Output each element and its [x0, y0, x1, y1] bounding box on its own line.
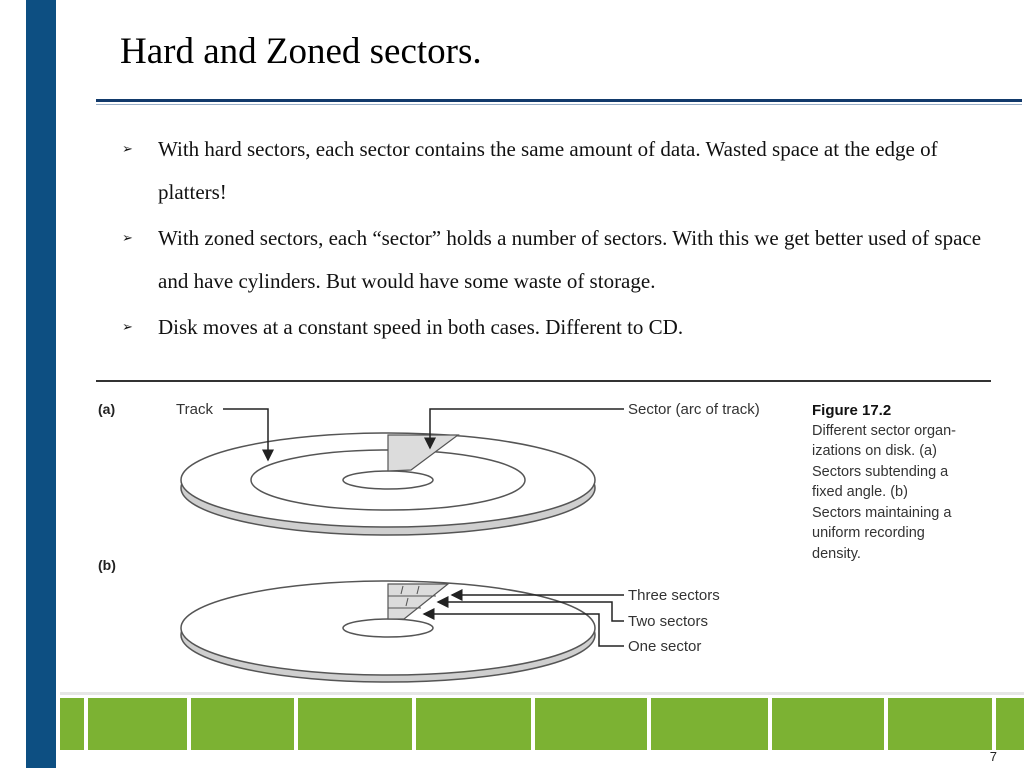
footer-green-block: [535, 698, 647, 750]
footer-green-block: [651, 698, 768, 750]
title-divider: [96, 99, 1022, 102]
bullet-text: With zoned sectors, each “sector” holds …: [158, 226, 982, 293]
hard-sector-disk: [180, 432, 596, 536]
footer-green-block: [191, 698, 294, 750]
bullet-text: With hard sectors, each sector contains …: [158, 137, 938, 204]
page-number: 7: [989, 749, 997, 764]
footer-base-line: [60, 692, 1024, 695]
one-sector-label: One sector: [628, 638, 701, 655]
title-divider-thin: [96, 104, 1022, 105]
slide-title: Hard and Zoned sectors.: [120, 31, 482, 72]
part-a-label: (a): [98, 401, 115, 417]
figure-caption-line: density.: [812, 546, 861, 562]
arrow-bullet-icon: ➢: [122, 231, 133, 246]
track-label: Track: [176, 401, 213, 418]
arrow-bullet-icon: ➢: [122, 320, 133, 335]
one-sector-arrow: [422, 608, 624, 647]
figure-caption-title: Figure 17.2: [812, 402, 891, 419]
footer-green-block: [60, 698, 84, 750]
arrow-bullet-icon: ➢: [122, 142, 133, 157]
footer-green-block: [88, 698, 187, 750]
two-sectors-arrow: [436, 596, 624, 622]
left-accent-bar: [26, 0, 56, 768]
zoned-sector-disk: [180, 580, 596, 683]
footer-green-block: [416, 698, 531, 750]
footer-green-block: [772, 698, 884, 750]
bullet-item: ➢ With hard sectors, each sector contain…: [122, 128, 1002, 214]
three-sectors-label: Three sectors: [628, 587, 720, 604]
figure-caption-line: Sectors maintaining a: [812, 505, 952, 521]
footer-green-block: [888, 698, 992, 750]
bullet-item: ➢ Disk moves at a constant speed in both…: [122, 306, 1002, 349]
figure-caption-line: Different sector organ-: [812, 423, 956, 439]
track-arrow: [223, 408, 274, 462]
figure-caption-line: izations on disk. (a): [812, 443, 937, 459]
footer-green-block: [298, 698, 412, 750]
sector-arc-label: Sector (arc of track): [628, 401, 760, 418]
figure-caption-line: uniform recording: [812, 525, 925, 541]
two-sectors-label: Two sectors: [628, 613, 708, 630]
disk-sector-figure: (a) Track Sector (arc of track) Figure 1…: [96, 380, 991, 683]
bullet-item: ➢ With zoned sectors, each “sector” hold…: [122, 217, 1002, 303]
part-b-label: (b): [98, 557, 116, 573]
hard-sector-wedge: [387, 434, 460, 472]
figure-caption-line: Sectors subtending a: [812, 464, 949, 480]
bullet-text: Disk moves at a constant speed in both c…: [158, 315, 684, 339]
footer-green-block: [996, 698, 1024, 750]
zoned-sector-wedge: [387, 583, 450, 620]
bullet-list: ➢ With hard sectors, each sector contain…: [122, 128, 1002, 352]
sector-arc-arrow: [424, 408, 624, 450]
figure-caption-line: fixed angle. (b): [812, 484, 908, 500]
